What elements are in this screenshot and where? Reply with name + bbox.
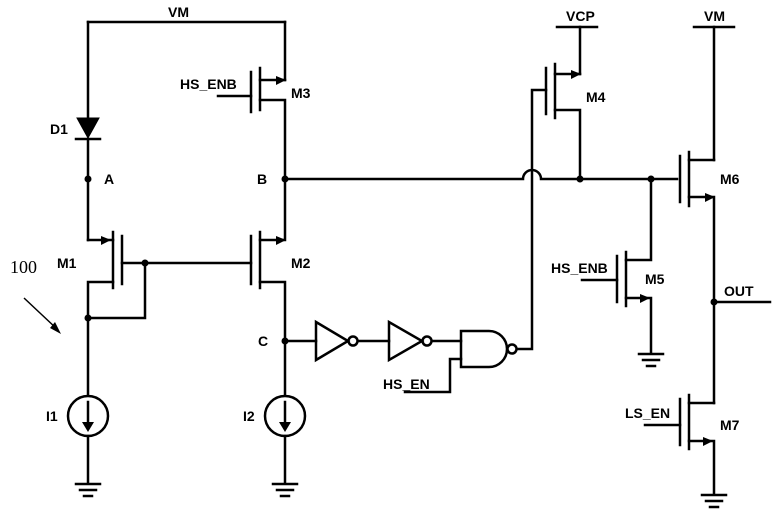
- hs-en-label: HS_EN: [383, 376, 430, 392]
- transistor-m5: [580, 177, 653, 354]
- nand-out-wire: [515, 88, 548, 351]
- m4-label: M4: [586, 89, 606, 105]
- vm-left-label: VM: [168, 4, 189, 20]
- m1-drain-dot: [84, 314, 92, 322]
- node-b-label: B: [257, 171, 267, 187]
- node-a-dot: [84, 175, 92, 183]
- vm-rail-right: [692, 25, 736, 162]
- transistor-m1: [86, 230, 147, 397]
- i1-label: I1: [46, 408, 58, 424]
- m3-label: M3: [291, 85, 311, 101]
- vm-right-label: VM: [704, 8, 725, 24]
- m7-label: M7: [720, 417, 740, 433]
- vcp-label: VCP: [566, 8, 595, 24]
- ground-m7: [700, 493, 728, 509]
- node-a-label: A: [104, 171, 114, 187]
- ls-en-label: LS_EN: [625, 405, 670, 421]
- hs-en-wire: [403, 357, 463, 394]
- reference-numeral: 100: [10, 257, 37, 277]
- transistor-m7: [643, 393, 716, 495]
- hs-enb-m5-label: HS_ENB: [551, 260, 608, 276]
- nand-gate: [459, 329, 518, 369]
- m5-label: M5: [645, 271, 665, 287]
- inverter-1: [314, 319, 359, 363]
- transistor-m2: [249, 177, 287, 397]
- ground-i2: [271, 482, 299, 498]
- i2-label: I2: [243, 408, 255, 424]
- d1-label: D1: [50, 121, 68, 137]
- m2-label: M2: [291, 255, 311, 271]
- reference-arrow: [23, 297, 61, 334]
- transistor-m4: [544, 62, 582, 181]
- transistor-m3: [216, 66, 287, 182]
- node-b-wire: [283, 168, 679, 181]
- ground-i1: [74, 482, 102, 498]
- inverter-2: [387, 319, 433, 363]
- current-source-i2: [263, 394, 307, 484]
- m1-label: M1: [57, 255, 77, 271]
- diode-d1: [74, 117, 102, 242]
- transistor-m6: [678, 150, 716, 405]
- out-label: OUT: [724, 283, 754, 299]
- ground-m5: [637, 352, 665, 368]
- m6-label: M6: [720, 171, 740, 187]
- node-c-label: C: [258, 333, 268, 349]
- vcp-rail: [555, 25, 599, 76]
- current-source-i1: [66, 394, 110, 484]
- vm-rail-left: [86, 20, 287, 120]
- hs-enb-m3-label: HS_ENB: [180, 76, 237, 92]
